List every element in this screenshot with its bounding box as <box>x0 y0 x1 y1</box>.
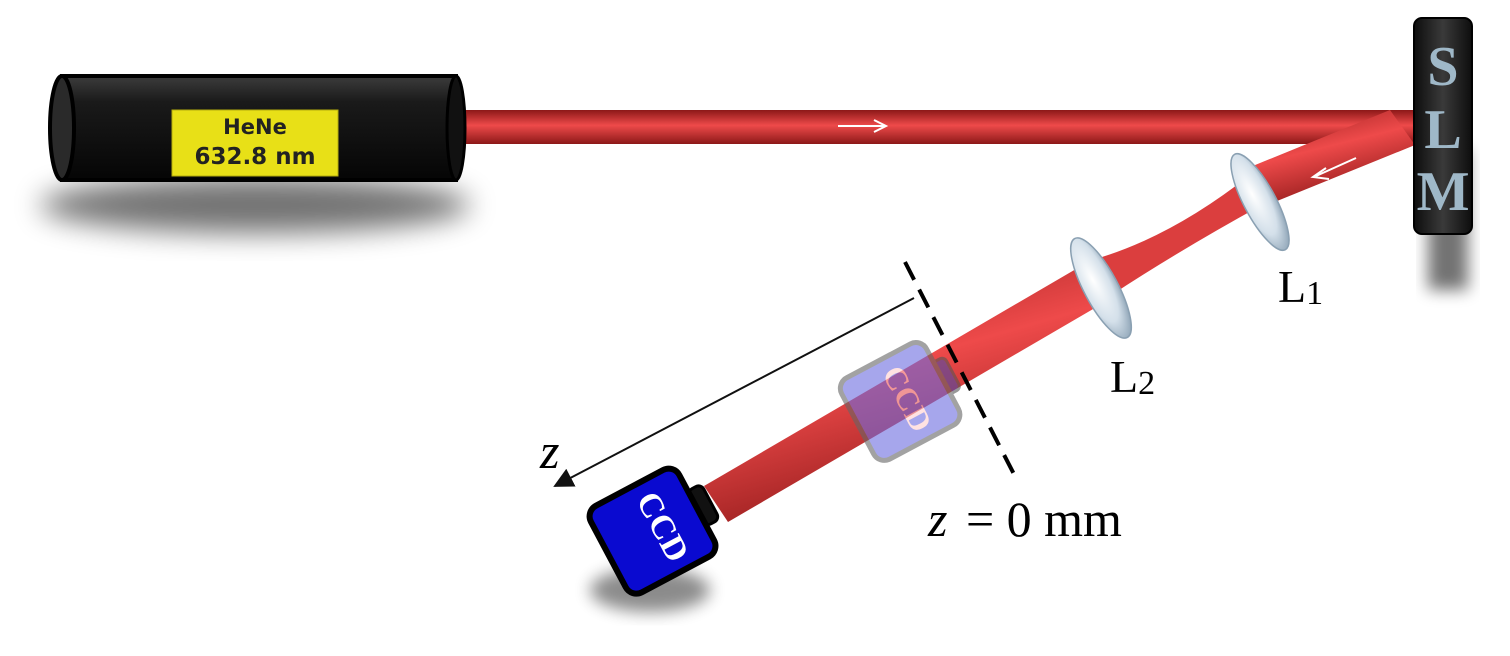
slm-device: S L M <box>1413 17 1473 235</box>
z-zero-label: z = 0 mm <box>927 491 1122 547</box>
lens-l1-label: L1 <box>1278 261 1323 312</box>
laser-shadow <box>40 177 470 233</box>
laser-label-plate <box>171 109 339 177</box>
z-axis-label: z <box>539 423 559 479</box>
lens-l1-letter: L <box>1278 261 1306 312</box>
lens-l1: L1 <box>1230 152 1323 312</box>
z-zero-value: = 0 mm <box>966 491 1122 547</box>
lens-l2-label: L2 <box>1110 351 1155 402</box>
beam-direction-arrow-2 <box>1315 157 1357 177</box>
slm-letter-l: L <box>1424 99 1461 161</box>
lens-l2-letter: L <box>1110 351 1138 402</box>
z-zero-plane <box>903 261 1020 483</box>
beam-direction-arrowhead-1 <box>873 119 889 133</box>
beam-horizontal <box>450 110 1440 144</box>
beam-direction-arrowhead-2 <box>1310 167 1330 180</box>
beam-focus-waist <box>1092 175 1262 296</box>
lens-l1-subscript: 1 <box>1306 275 1323 312</box>
lens-l2-subscript: 2 <box>1138 365 1155 402</box>
ccd-camera: CCD <box>586 465 720 597</box>
lens-l2: L2 <box>1069 237 1155 402</box>
beam-slm-to-l1 <box>1238 110 1415 208</box>
slm-letter-s: S <box>1427 36 1458 98</box>
slm-letter-m: M <box>1417 161 1470 223</box>
z-zero-variable: z <box>927 491 947 547</box>
hene-laser: HeNe 632.8 nm <box>48 74 467 182</box>
z-axis-arrow <box>553 297 915 487</box>
laser-wavelength: 632.8 nm <box>194 144 315 170</box>
ccd-ghost: CCD <box>837 340 963 463</box>
laser-name: HeNe <box>223 115 287 139</box>
